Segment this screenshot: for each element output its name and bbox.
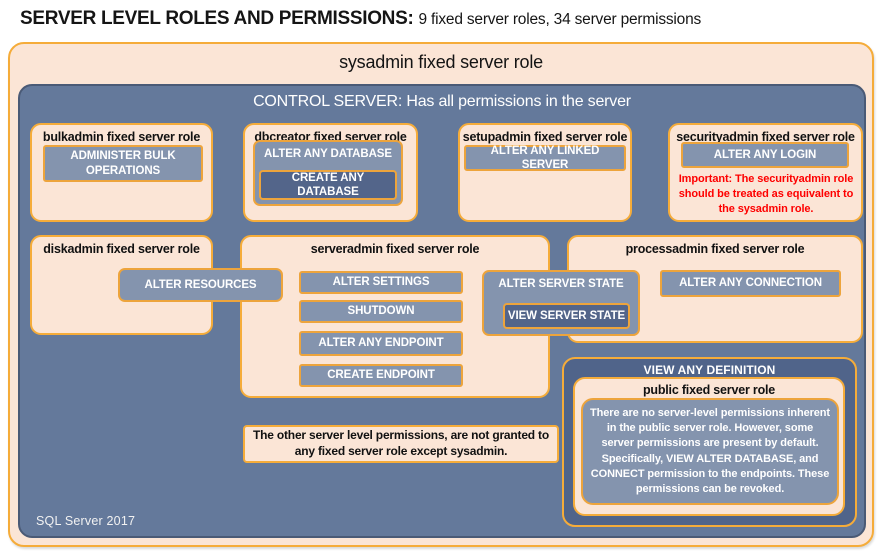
permission-shutdown: SHUTDOWN	[299, 300, 463, 323]
control-server-title: CONTROL SERVER: Has all permissions in t…	[253, 93, 631, 110]
bulkadmin-role-box: bulkadmin fixed server role ADMINISTER B…	[30, 123, 213, 222]
page-title-main: SERVER LEVEL ROLES AND PERMISSIONS:	[20, 8, 414, 29]
serveradmin-role-box: serveradmin fixed server role ALTER SETT…	[240, 235, 550, 398]
public-role-title: public fixed server role	[642, 383, 776, 397]
diskadmin-role-title: diskadmin fixed server role	[43, 242, 200, 256]
securityadmin-warning-text: Important: The securityadmin role should…	[678, 173, 854, 215]
permission-view-any-definition-label: VIEW ANY DEFINITION	[643, 363, 776, 377]
securityadmin-role-box: securityadmin fixed server role ALTER AN…	[668, 123, 863, 222]
other-permissions-note: The other server level permissions, are …	[243, 425, 559, 463]
serveradmin-role-title: serveradmin fixed server role	[310, 242, 480, 256]
setupadmin-role-title: setupadmin fixed server role	[462, 130, 628, 144]
sysadmin-role-title: sysadmin fixed server role	[339, 52, 543, 72]
permission-alter-any-login: ALTER ANY LOGIN	[681, 142, 849, 168]
sql-server-version-label: SQL Server 2017	[36, 514, 136, 528]
permission-alter-any-database-label: ALTER ANY DATABASE	[264, 148, 392, 160]
permission-view-server-state: VIEW SERVER STATE	[503, 303, 630, 329]
permission-create-endpoint: CREATE ENDPOINT	[299, 364, 463, 387]
permission-alter-server-state: ALTER SERVER STATE VIEW SERVER STATE	[482, 270, 640, 336]
permission-alter-server-state-label: ALTER SERVER STATE	[498, 278, 624, 290]
page-title-sub: 9 fixed server roles, 34 server permissi…	[418, 11, 702, 28]
page-title: SERVER LEVEL ROLES AND PERMISSIONS: 9 fi…	[20, 8, 860, 30]
permission-alter-any-connection: ALTER ANY CONNECTION	[660, 270, 841, 297]
processadmin-role-title: processadmin fixed server role	[625, 242, 805, 256]
bulkadmin-role-title: bulkadmin fixed server role	[42, 130, 201, 144]
permission-create-any-database: CREATE ANY DATABASE	[259, 170, 397, 200]
securityadmin-role-title: securityadmin fixed server role	[676, 130, 855, 144]
public-role-box: public fixed server role There are no se…	[573, 377, 845, 516]
permission-alter-any-database: ALTER ANY DATABASE CREATE ANY DATABASE	[253, 140, 403, 206]
setupadmin-role-box: setupadmin fixed server role ALTER ANY L…	[458, 123, 632, 222]
permission-alter-settings: ALTER SETTINGS	[299, 271, 463, 294]
permission-alter-resources: ALTER RESOURCES	[118, 268, 283, 302]
permission-alter-any-endpoint: ALTER ANY ENDPOINT	[299, 331, 463, 356]
public-role-description: There are no server-level permissions in…	[581, 398, 839, 505]
permission-alter-any-linked-server: ALTER ANY LINKED SERVER	[464, 145, 626, 171]
dbcreator-role-box: dbcreator fixed server role ALTER ANY DA…	[243, 123, 418, 222]
permission-view-any-definition-box: VIEW ANY DEFINITION public fixed server …	[562, 357, 857, 527]
permission-administer-bulk-operations: ADMINISTER BULK OPERATIONS	[43, 145, 203, 182]
